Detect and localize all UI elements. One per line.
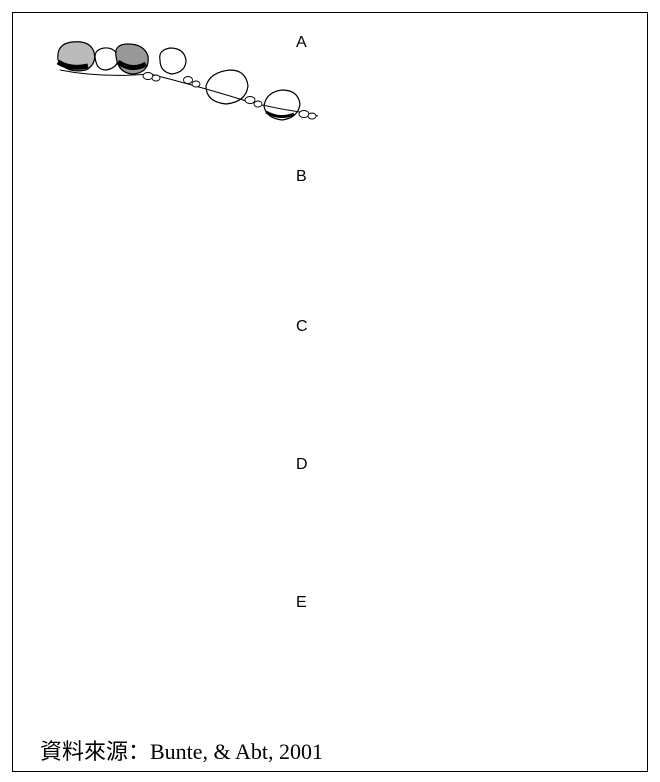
panel-a-label: A xyxy=(296,34,307,52)
panel-b-label: B xyxy=(296,168,307,186)
panel-e-label: E xyxy=(296,594,307,612)
source-caption: 資料來源：Bunte, & Abt, 2001 xyxy=(40,734,323,766)
panel-a-profile xyxy=(58,42,318,120)
panel-d-label: D xyxy=(296,456,308,474)
panel-a-boulders xyxy=(58,42,300,120)
panel-c-label: C xyxy=(296,318,308,336)
